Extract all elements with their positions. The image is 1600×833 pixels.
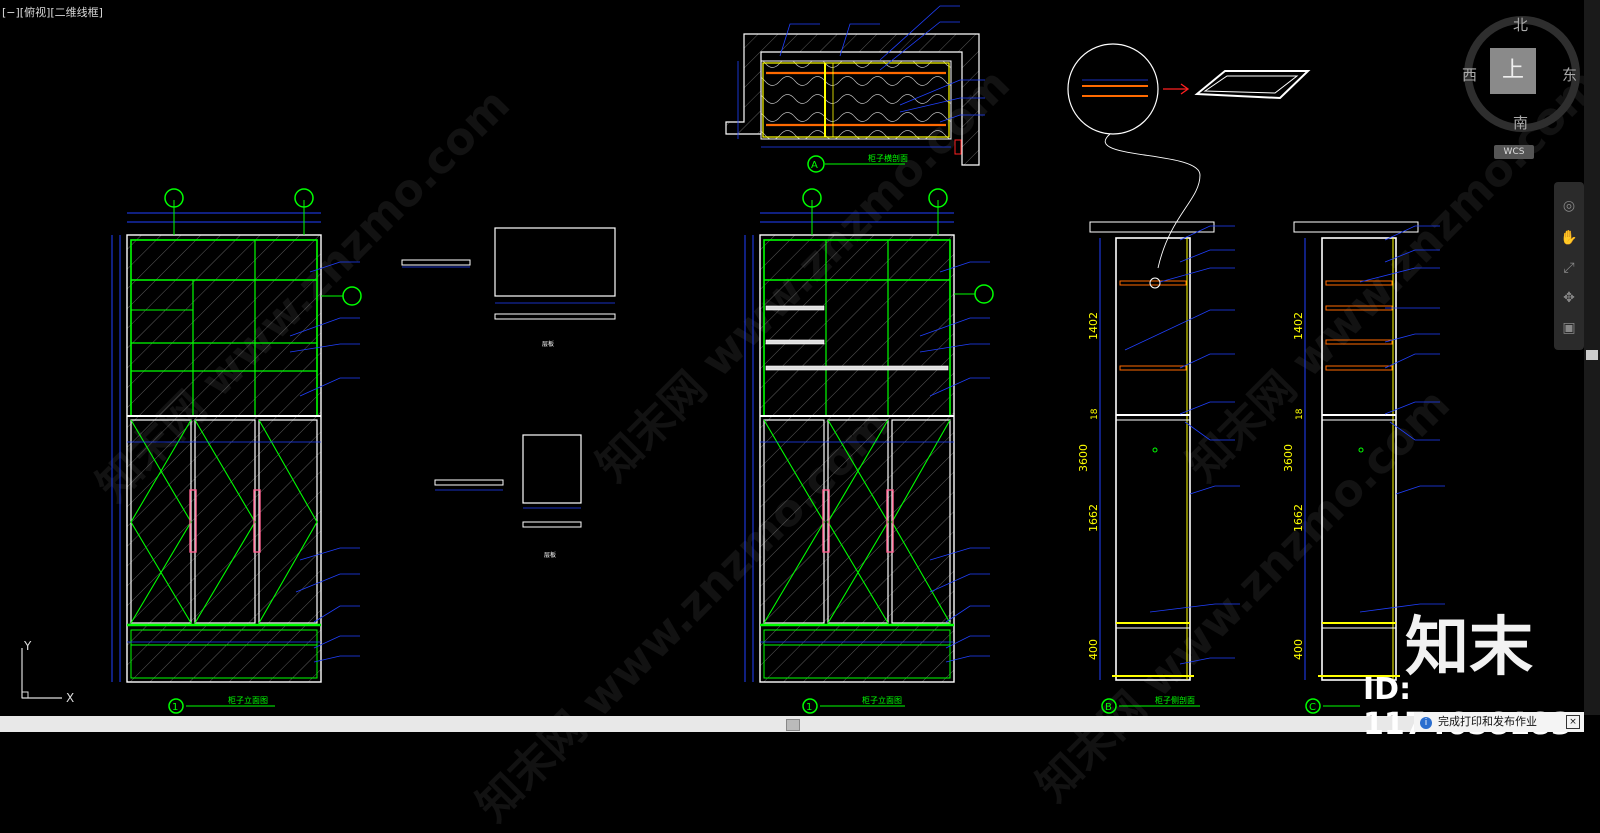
dim-18-c: 18 — [1295, 408, 1305, 420]
brand-logo: 知末 — [1405, 611, 1533, 685]
horizontal-scroll-thumb[interactable] — [786, 719, 800, 731]
ucs-icon: Y X — [21, 640, 74, 704]
dim-1662-c: 1662 — [1292, 504, 1305, 532]
showmotion-icon[interactable]: ▣ — [1562, 320, 1576, 336]
dim-400-b: 400 — [1087, 639, 1100, 660]
detail-label-2: 层板 — [544, 551, 556, 559]
dim-3600-c: 3600 — [1282, 444, 1295, 472]
ucs-y-label: Y — [23, 640, 32, 653]
viewcube-west[interactable]: 西 — [1462, 66, 1478, 84]
dim-400-c: 400 — [1292, 639, 1305, 660]
vertical-scroll-thumb[interactable] — [1586, 350, 1598, 360]
dim-18-b: 18 — [1090, 408, 1100, 420]
orbit-icon[interactable]: ✥ — [1563, 290, 1575, 306]
section-a-plan — [725, 5, 985, 173]
section-b — [1089, 221, 1240, 714]
elev1-marker: 1 — [172, 702, 178, 713]
dim-1402-c: 1402 — [1292, 312, 1305, 340]
navigation-bar: ◎ ✋ ⤢ ✥ ▣ — [1554, 182, 1584, 350]
elev2-marker: 1 — [806, 702, 812, 713]
horizontal-scrollbar[interactable] — [0, 716, 1584, 732]
elev2-title: 柜子立面图 — [862, 695, 902, 705]
dim-1402-b: 1402 — [1087, 312, 1100, 340]
section-a-marker: A — [811, 160, 818, 171]
wcs-dropdown[interactable]: WCS — [1494, 145, 1534, 159]
vertical-scrollbar[interactable] — [1584, 0, 1600, 715]
section-c — [1293, 221, 1445, 714]
detail-label-1: 层板 — [542, 340, 554, 348]
elevation-right — [744, 188, 994, 714]
print-notification[interactable]: i 完成打印和发布作业 × — [1414, 712, 1584, 732]
steering-wheel-icon[interactable]: ◎ — [1562, 198, 1576, 214]
viewcube-east[interactable]: 东 — [1562, 66, 1578, 84]
close-icon[interactable]: × — [1566, 715, 1580, 729]
detail-bubble — [1067, 43, 1311, 269]
section-c-marker: C — [1309, 702, 1316, 713]
cad-drawing-canvas[interactable]: 1 柜子立面图 层板 层板 A 柜子横剖面 — [0, 0, 1584, 716]
dim-3600-b: 3600 — [1077, 444, 1090, 472]
viewcube-south[interactable]: 南 — [1513, 114, 1529, 132]
pan-icon[interactable]: ✋ — [1560, 230, 1578, 246]
info-icon: i — [1420, 717, 1432, 729]
ucs-x-label: X — [66, 691, 74, 704]
section-a-title: 柜子横剖面 — [868, 153, 908, 163]
section-b-marker: B — [1105, 702, 1112, 713]
dim-1662-b: 1662 — [1087, 504, 1100, 532]
elevation-left — [111, 188, 362, 714]
detail-pieces — [401, 227, 616, 528]
zoom-extents-icon[interactable]: ⤢ — [1563, 260, 1575, 276]
section-b-title: 柜子侧剖面 — [1155, 695, 1195, 705]
viewcube[interactable]: 上 北 南 东 西 — [1462, 14, 1586, 138]
viewcube-top-face[interactable]: 上 — [1490, 48, 1536, 94]
viewcube-compass-ring[interactable] — [1464, 16, 1580, 132]
viewcube-north[interactable]: 北 — [1513, 16, 1529, 34]
elev1-title: 柜子立面图 — [228, 695, 268, 705]
viewport-label[interactable]: [−][俯视][二维线框] — [2, 6, 103, 19]
notification-text[interactable]: 完成打印和发布作业 — [1438, 715, 1537, 728]
